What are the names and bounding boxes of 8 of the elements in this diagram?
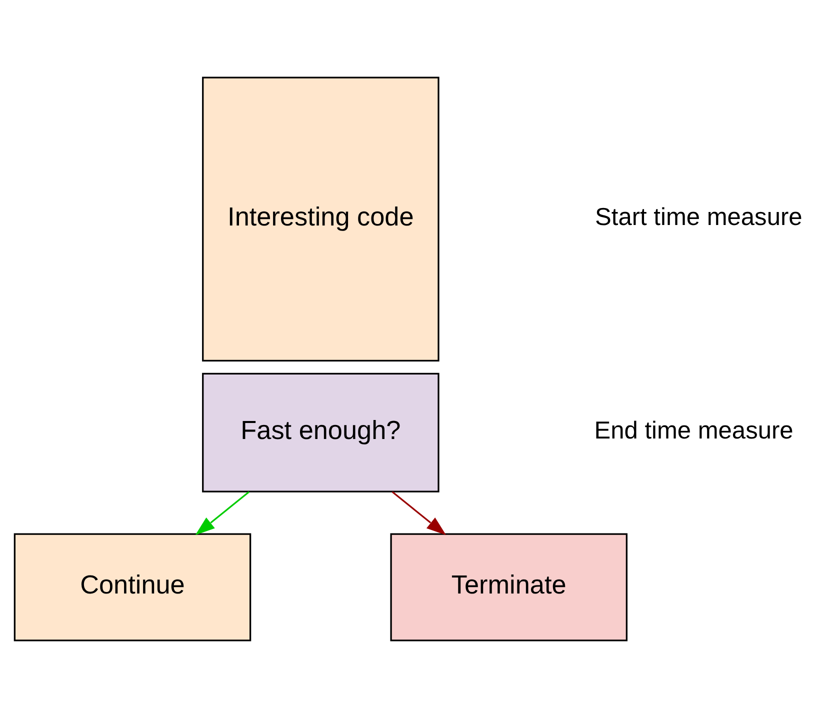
node-box: Interesting code — [202, 76, 440, 361]
arrow — [195, 490, 250, 535]
arrow — [392, 490, 446, 535]
node-box: Terminate — [390, 532, 628, 641]
node-box: Continue — [14, 532, 252, 641]
label: Start time measure — [595, 203, 802, 230]
node-box: Fast enough? — [202, 372, 440, 492]
label: End time measure — [594, 416, 794, 444]
